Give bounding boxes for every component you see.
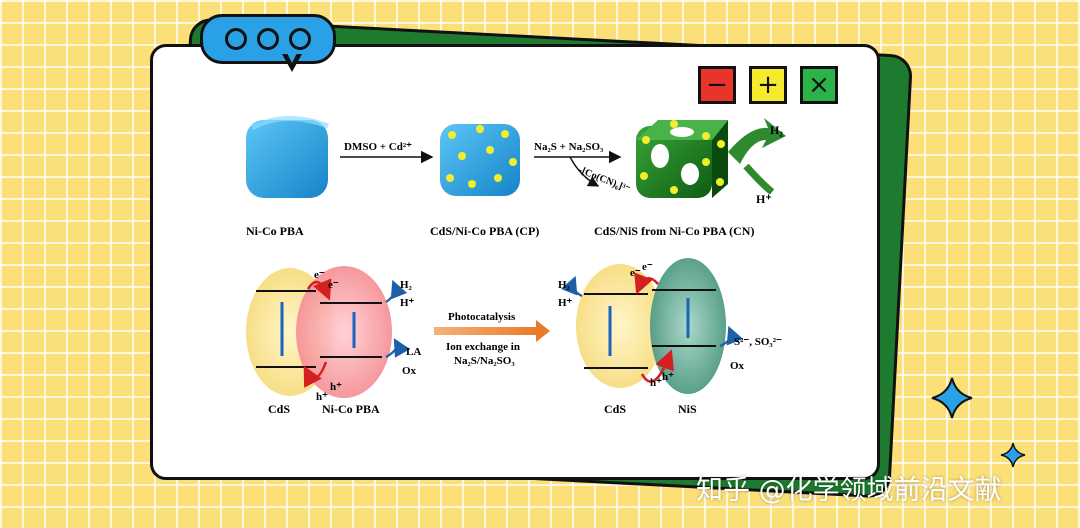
hole-label: h⁺ (330, 381, 342, 393)
bubble-tail (282, 51, 302, 72)
cds-label: CdS (604, 402, 626, 416)
h-plus-label: H⁺ (400, 297, 415, 309)
arrow2-side-product: -[Co(CN)₆]³⁻ (577, 165, 632, 196)
h2-evolution-arrow (728, 118, 786, 164)
sparkle-icon (1000, 442, 1026, 468)
band-diagram-right (560, 258, 744, 394)
nis-label: NiS (678, 402, 697, 416)
label-cds-ni-co-pba: CdS/Ni-Co PBA (CP) (430, 224, 539, 238)
arrow-label-photocatalysis: Photocatalysis (448, 311, 516, 323)
hole-label: h⁺ (650, 377, 662, 389)
band-diagram-left (246, 266, 411, 398)
content-card (150, 44, 880, 480)
h2-label: H₂ (400, 279, 413, 291)
ox-label: Ox (730, 360, 745, 372)
sulfide-label: S²⁻, SO₃²⁻ (734, 336, 782, 348)
cds-ni-co-pba-cube (440, 124, 520, 196)
electron-label: e⁻ (328, 279, 339, 291)
label-cds-nis: CdS/NiS from Ni-Co PBA (CN) (594, 224, 754, 238)
arrow1-reagent: DMSO + Cd²⁺ (344, 141, 412, 153)
ox-label: Ox (402, 365, 417, 377)
bubble-dot (257, 28, 279, 50)
hole-label: h⁺ (662, 371, 674, 383)
label-ni-co-pba: Ni-Co PBA (246, 224, 304, 238)
la-label: LA (406, 346, 421, 358)
electron-label: e⁻ (630, 267, 641, 279)
speech-bubble (200, 14, 336, 64)
nis-hollow-cube (636, 120, 728, 198)
cds-label: CdS (268, 402, 290, 416)
h-plus-label: H⁺ (558, 297, 573, 309)
arrow-label-ion-exchange: Ion exchange in (446, 341, 520, 353)
hole-label: h⁺ (316, 391, 328, 403)
ni-co-pba-cube (246, 115, 329, 198)
ni-co-pba-label: Ni-Co PBA (322, 402, 380, 416)
arrow-label-solution: Na₂S/Na₂SO₃ (454, 355, 515, 367)
arrow2-reagent: Na₂S + Na₂SO₃ (534, 141, 604, 153)
watermark: 知乎 @化学领域前沿文献 (696, 475, 1002, 506)
bubble-dot (225, 28, 247, 50)
side-arrow (569, 156, 600, 187)
synthesis-scheme-figure: Ni-Co PBA DMSO + Cd²⁺ CdS/Ni-Co PBA (CP)… (246, 115, 786, 416)
photocatalysis-arrow (434, 320, 550, 342)
h2-label: H₂ (558, 279, 571, 291)
close-button[interactable]: × (800, 66, 838, 104)
sparkle-icon (931, 377, 973, 419)
minimize-button[interactable]: − (698, 66, 736, 104)
electron-label: e⁻ (642, 261, 653, 273)
bubble-dot (289, 28, 311, 50)
electron-label: e⁻ (314, 269, 325, 281)
h2-label: H₂ (770, 123, 783, 137)
h-plus-label: H⁺ (756, 192, 772, 206)
maximize-button[interactable]: + (749, 66, 787, 104)
